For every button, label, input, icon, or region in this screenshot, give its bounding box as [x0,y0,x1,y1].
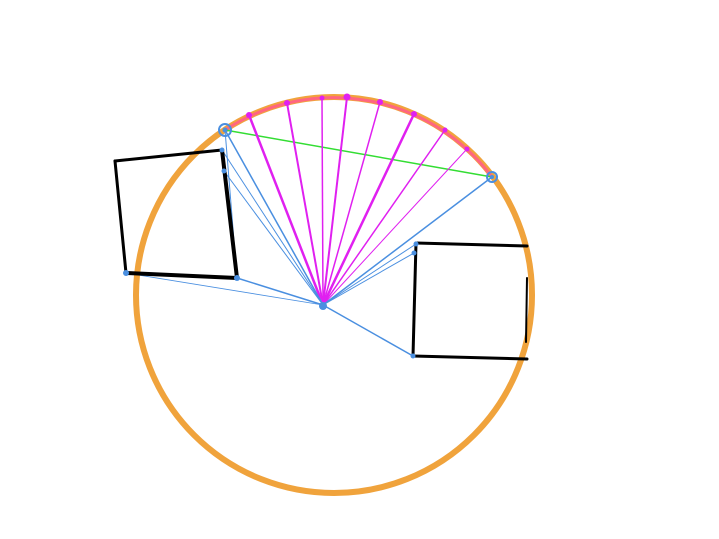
fan-ray [247,114,325,306]
arc-point [411,111,417,117]
highlighted-arc [224,96,494,178]
vertex-points [123,147,419,359]
left-square-left-edge [113,159,128,275]
connector-line [322,176,493,306]
arc-point [377,99,383,105]
vertex-point[interactable] [413,241,419,247]
vertex-point[interactable] [221,168,227,174]
fan-ray [322,96,348,306]
vertex-point[interactable] [411,250,417,256]
arc-point [442,127,448,133]
right-square [411,241,529,361]
fan-ray [286,102,324,306]
right-square-right-edge [525,277,528,343]
vertex-point[interactable] [410,353,416,359]
fan-ray [321,97,324,306]
connector-line [224,129,324,306]
arc-points [246,93,470,152]
arc-point [284,100,290,106]
connector-line [322,243,417,306]
fan-ray [321,113,416,306]
connector-line [236,277,324,306]
arc-point [343,93,351,101]
connector-line [125,272,324,306]
chord-line [224,129,493,178]
left-square-top-edge [113,148,224,163]
connector-line [322,304,414,357]
center-point-icon[interactable] [319,302,327,310]
ring-handle-left-icon[interactable] [218,123,232,137]
arc-point [246,112,252,118]
right-square-bottom-edge [411,354,529,361]
vertex-point[interactable] [219,147,225,153]
fan-ray [322,101,381,306]
connector-line [221,149,324,306]
right-square-left-edge [411,241,418,358]
connector-line [223,170,324,306]
right-square-top-edge [414,241,529,248]
vertex-point[interactable] [234,275,240,281]
fan-rays [247,96,468,306]
left-square-bottom-edge [124,271,239,280]
ring-handle-right-icon[interactable] [486,171,498,183]
vertex-point[interactable] [123,270,129,276]
arc-point [464,146,470,152]
arc-point [319,95,325,101]
connector-line [322,252,415,306]
fan-ray [322,129,446,306]
connector-lines [125,129,493,357]
fan-ray [322,148,468,306]
